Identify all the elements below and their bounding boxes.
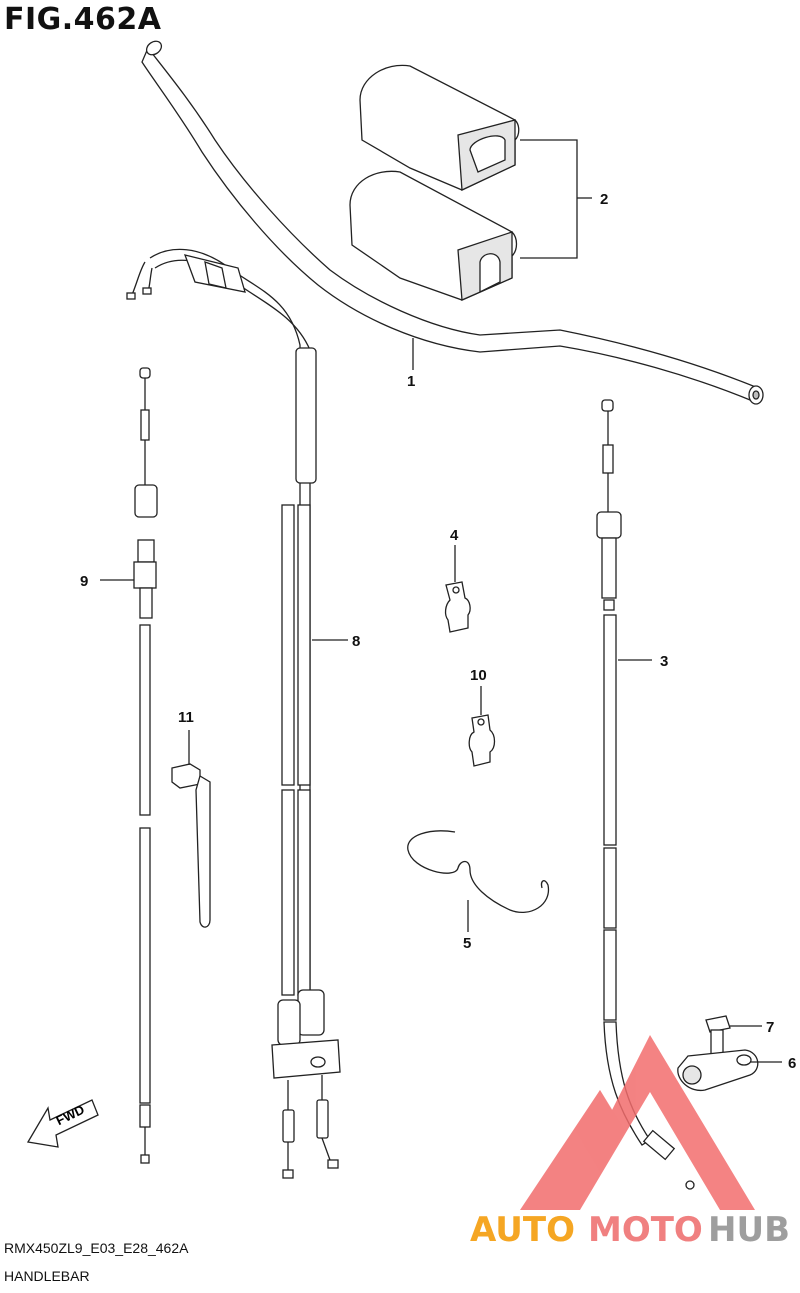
watermark-logo — [520, 1035, 755, 1210]
wire-clip-part[interactable] — [407, 830, 550, 914]
bolt-part[interactable] — [705, 1015, 731, 1057]
callout-2-bracket — [520, 139, 592, 259]
callout-3[interactable]: 3 — [660, 653, 668, 670]
clutch-cable-part[interactable] — [596, 399, 695, 1190]
callout-1[interactable]: 1 — [407, 373, 415, 390]
forward-direction-arrow: FWD — [26, 1099, 99, 1148]
callout-11[interactable]: 11 — [178, 709, 194, 726]
callout-5[interactable]: 5 — [463, 935, 471, 952]
cable-tie-part[interactable] — [171, 763, 211, 928]
callout-8[interactable]: 8 — [352, 633, 360, 650]
throttle-cable-part[interactable] — [126, 248, 341, 1179]
figure-title: FIG.462A — [4, 2, 162, 37]
watermark-text-hub: HUB — [708, 1210, 790, 1250]
handlebar-pad-lower[interactable] — [349, 170, 518, 301]
callout-7[interactable]: 7 — [766, 1019, 774, 1036]
watermark-text-moto: MOTO — [588, 1210, 703, 1250]
hot-start-cable-part[interactable] — [133, 367, 158, 1164]
handlebar-pad-upper[interactable] — [359, 64, 520, 191]
callout-2[interactable]: 2 — [600, 191, 608, 208]
cable-guide-part[interactable] — [677, 1049, 759, 1092]
handlebar-part[interactable] — [141, 38, 764, 405]
callout-9[interactable]: 9 — [80, 573, 88, 590]
figure-caption: HANDLEBAR — [4, 1268, 90, 1284]
model-code: RMX450ZL9_E03_E28_462A — [4, 1240, 189, 1256]
callout-10[interactable]: 10 — [470, 667, 487, 684]
watermark-text-auto: AUTO — [470, 1210, 575, 1250]
callout-6[interactable]: 6 — [788, 1055, 796, 1072]
clamp-small-part[interactable] — [468, 714, 496, 767]
clamp-part[interactable] — [444, 581, 471, 633]
callout-4[interactable]: 4 — [450, 527, 459, 544]
